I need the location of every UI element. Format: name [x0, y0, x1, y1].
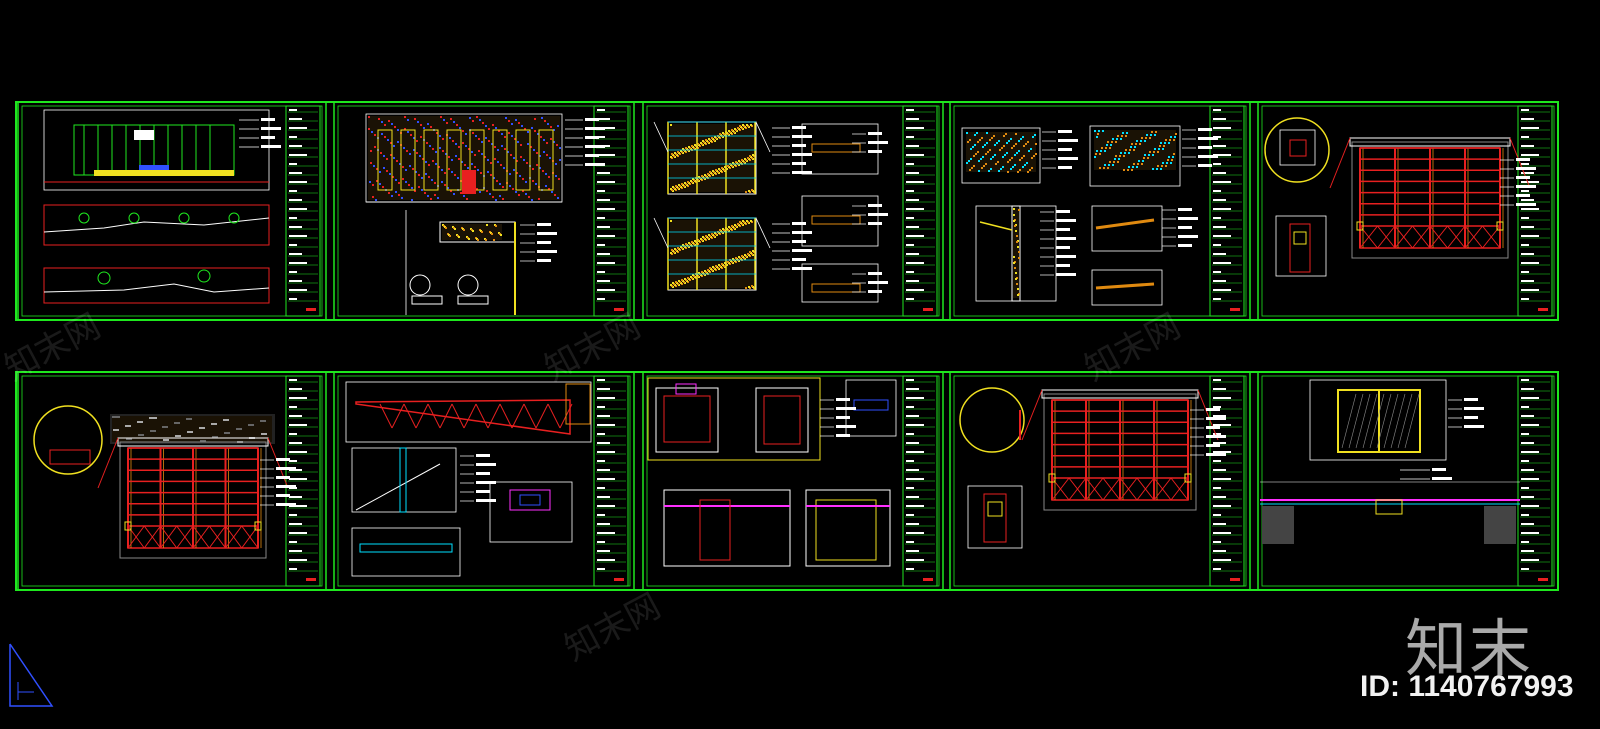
sheet-box-details [647, 377, 897, 567]
sheet-stone-facade [365, 113, 605, 315]
drawing-sheet [333, 371, 635, 591]
watermark-brand: 知末 [1405, 612, 1534, 685]
sheet-panel-elevations [653, 121, 888, 303]
sheet-elevation-strips [43, 109, 281, 304]
drawing-sheet [642, 371, 944, 591]
sheet-grid-elevation-b [33, 405, 296, 559]
sheet-section-details [961, 125, 1218, 306]
watermark-id: ID: 1140767993 [1360, 670, 1574, 703]
drawing-sheet [949, 371, 1251, 591]
sheet-plan-section [1260, 379, 1520, 544]
sheet-truss-detail [345, 381, 592, 577]
drawing-row [15, 371, 1559, 591]
ucs-icon [9, 643, 54, 707]
sheet-grid-elevation [1264, 117, 1536, 277]
drawing-sheet [17, 101, 327, 321]
drawing-sheet [17, 371, 327, 591]
sheet-grid-elevation-c [959, 387, 1226, 549]
drawing-sheet [642, 101, 944, 321]
drawing-sheet [1257, 101, 1559, 321]
drawing-sheet [949, 101, 1251, 321]
drawing-row [15, 101, 1559, 321]
drawing-sheet [1257, 371, 1559, 591]
